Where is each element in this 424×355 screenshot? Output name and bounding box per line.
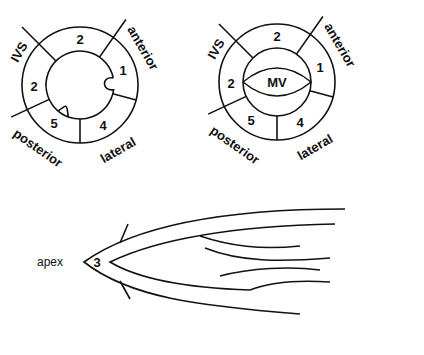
wall-outline [22, 27, 138, 143]
segment-divider [11, 99, 49, 117]
segment-number: 5 [247, 114, 254, 127]
segment-divider [310, 91, 333, 97]
segment-divider [276, 116, 278, 140]
view-label: apex [37, 256, 63, 268]
segment-number: 2 [76, 33, 83, 46]
wall-name: lateral [295, 132, 335, 162]
valve-label: MV [267, 76, 287, 89]
segment-divider [208, 96, 246, 114]
segment-number: 2 [30, 80, 37, 93]
short-axis-papillary [11, 19, 138, 143]
segment-number: 4 [99, 119, 106, 132]
segment-divider [79, 119, 81, 143]
mitral-valve [243, 68, 311, 96]
short-axis-mitral [208, 16, 335, 140]
wall-outline [243, 48, 311, 116]
segment-divider [297, 16, 323, 54]
wall-name: posterior [208, 124, 262, 167]
segment-number: 4 [296, 116, 303, 129]
segment-number: 2 [273, 30, 280, 43]
wall-name: anterior [125, 24, 160, 72]
wall-name: anterior [322, 21, 357, 69]
segment-number: 1 [119, 64, 126, 77]
segment-number: 2 [227, 77, 234, 90]
segment-number: 1 [316, 61, 323, 74]
segment-divider [113, 94, 136, 100]
segment-number: 3 [93, 256, 100, 269]
cavity-outline [46, 51, 114, 119]
segment-number: 5 [50, 117, 57, 130]
wall-outline [219, 24, 335, 140]
segment-divider [100, 19, 126, 57]
wall-name: posterior [11, 127, 65, 170]
wall-name: lateral [98, 135, 138, 165]
long-axis-view [84, 209, 345, 314]
